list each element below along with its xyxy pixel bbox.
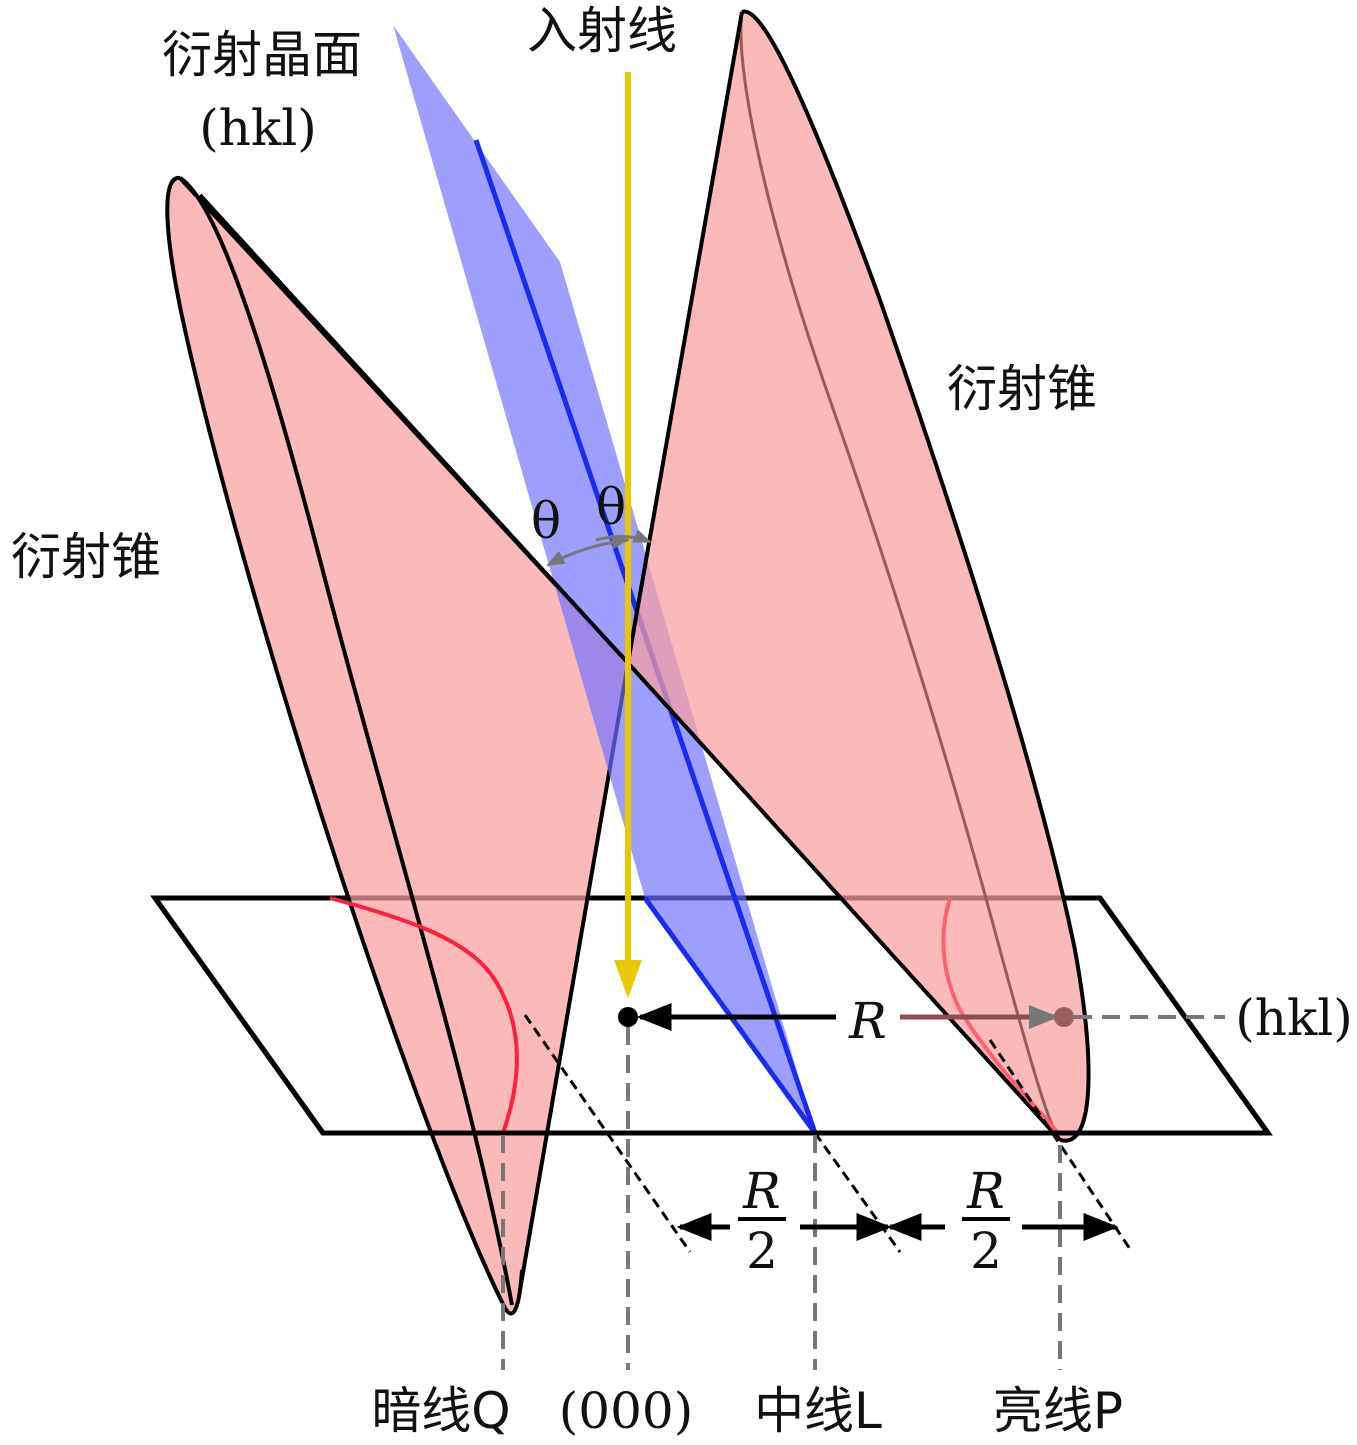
theta-arc-left — [546, 534, 630, 567]
right-hyperbola — [941, 897, 1060, 1135]
hkl-spot — [1054, 1007, 1074, 1027]
crystal-plane-title: 衍射晶面 — [162, 26, 362, 84]
projection-dashed-left — [523, 1014, 692, 1253]
right-cone-label: 衍射锥 — [947, 360, 1097, 418]
dark-line-label: 暗线Q — [371, 1382, 510, 1440]
incident-beam — [614, 72, 642, 998]
middle-line-label: 中线L — [754, 1382, 882, 1440]
incident-beam-label: 入射线 — [527, 2, 677, 60]
crystal-plane-hkl: (hkl) — [199, 99, 317, 157]
left-cone-label: 衍射锥 — [11, 528, 161, 586]
hkl-spot-label: (hkl) — [1235, 989, 1353, 1047]
plane-right-edge — [1097, 896, 1271, 1135]
plane-left-edge — [152, 896, 326, 1135]
origin-label: (000) — [559, 1382, 693, 1440]
half-r-num-left: R — [742, 1162, 781, 1220]
projection-dashed-mid — [813, 1132, 902, 1253]
theta-left-label: θ — [531, 492, 561, 550]
half-r-num-right: R — [966, 1162, 1005, 1220]
left-hyperbola — [329, 896, 519, 1134]
half-r-den-right: 2 — [970, 1222, 1002, 1280]
theta-right-label: θ — [596, 478, 626, 536]
r-label: R — [848, 992, 887, 1050]
half-r-den-left: 2 — [746, 1222, 778, 1280]
cone-edge — [198, 193, 630, 665]
theta-arc-right — [595, 529, 652, 544]
right-diffraction-cone — [626, 9, 1091, 1143]
origin-point — [618, 1007, 638, 1027]
bright-line-label: 亮线P — [993, 1382, 1123, 1440]
